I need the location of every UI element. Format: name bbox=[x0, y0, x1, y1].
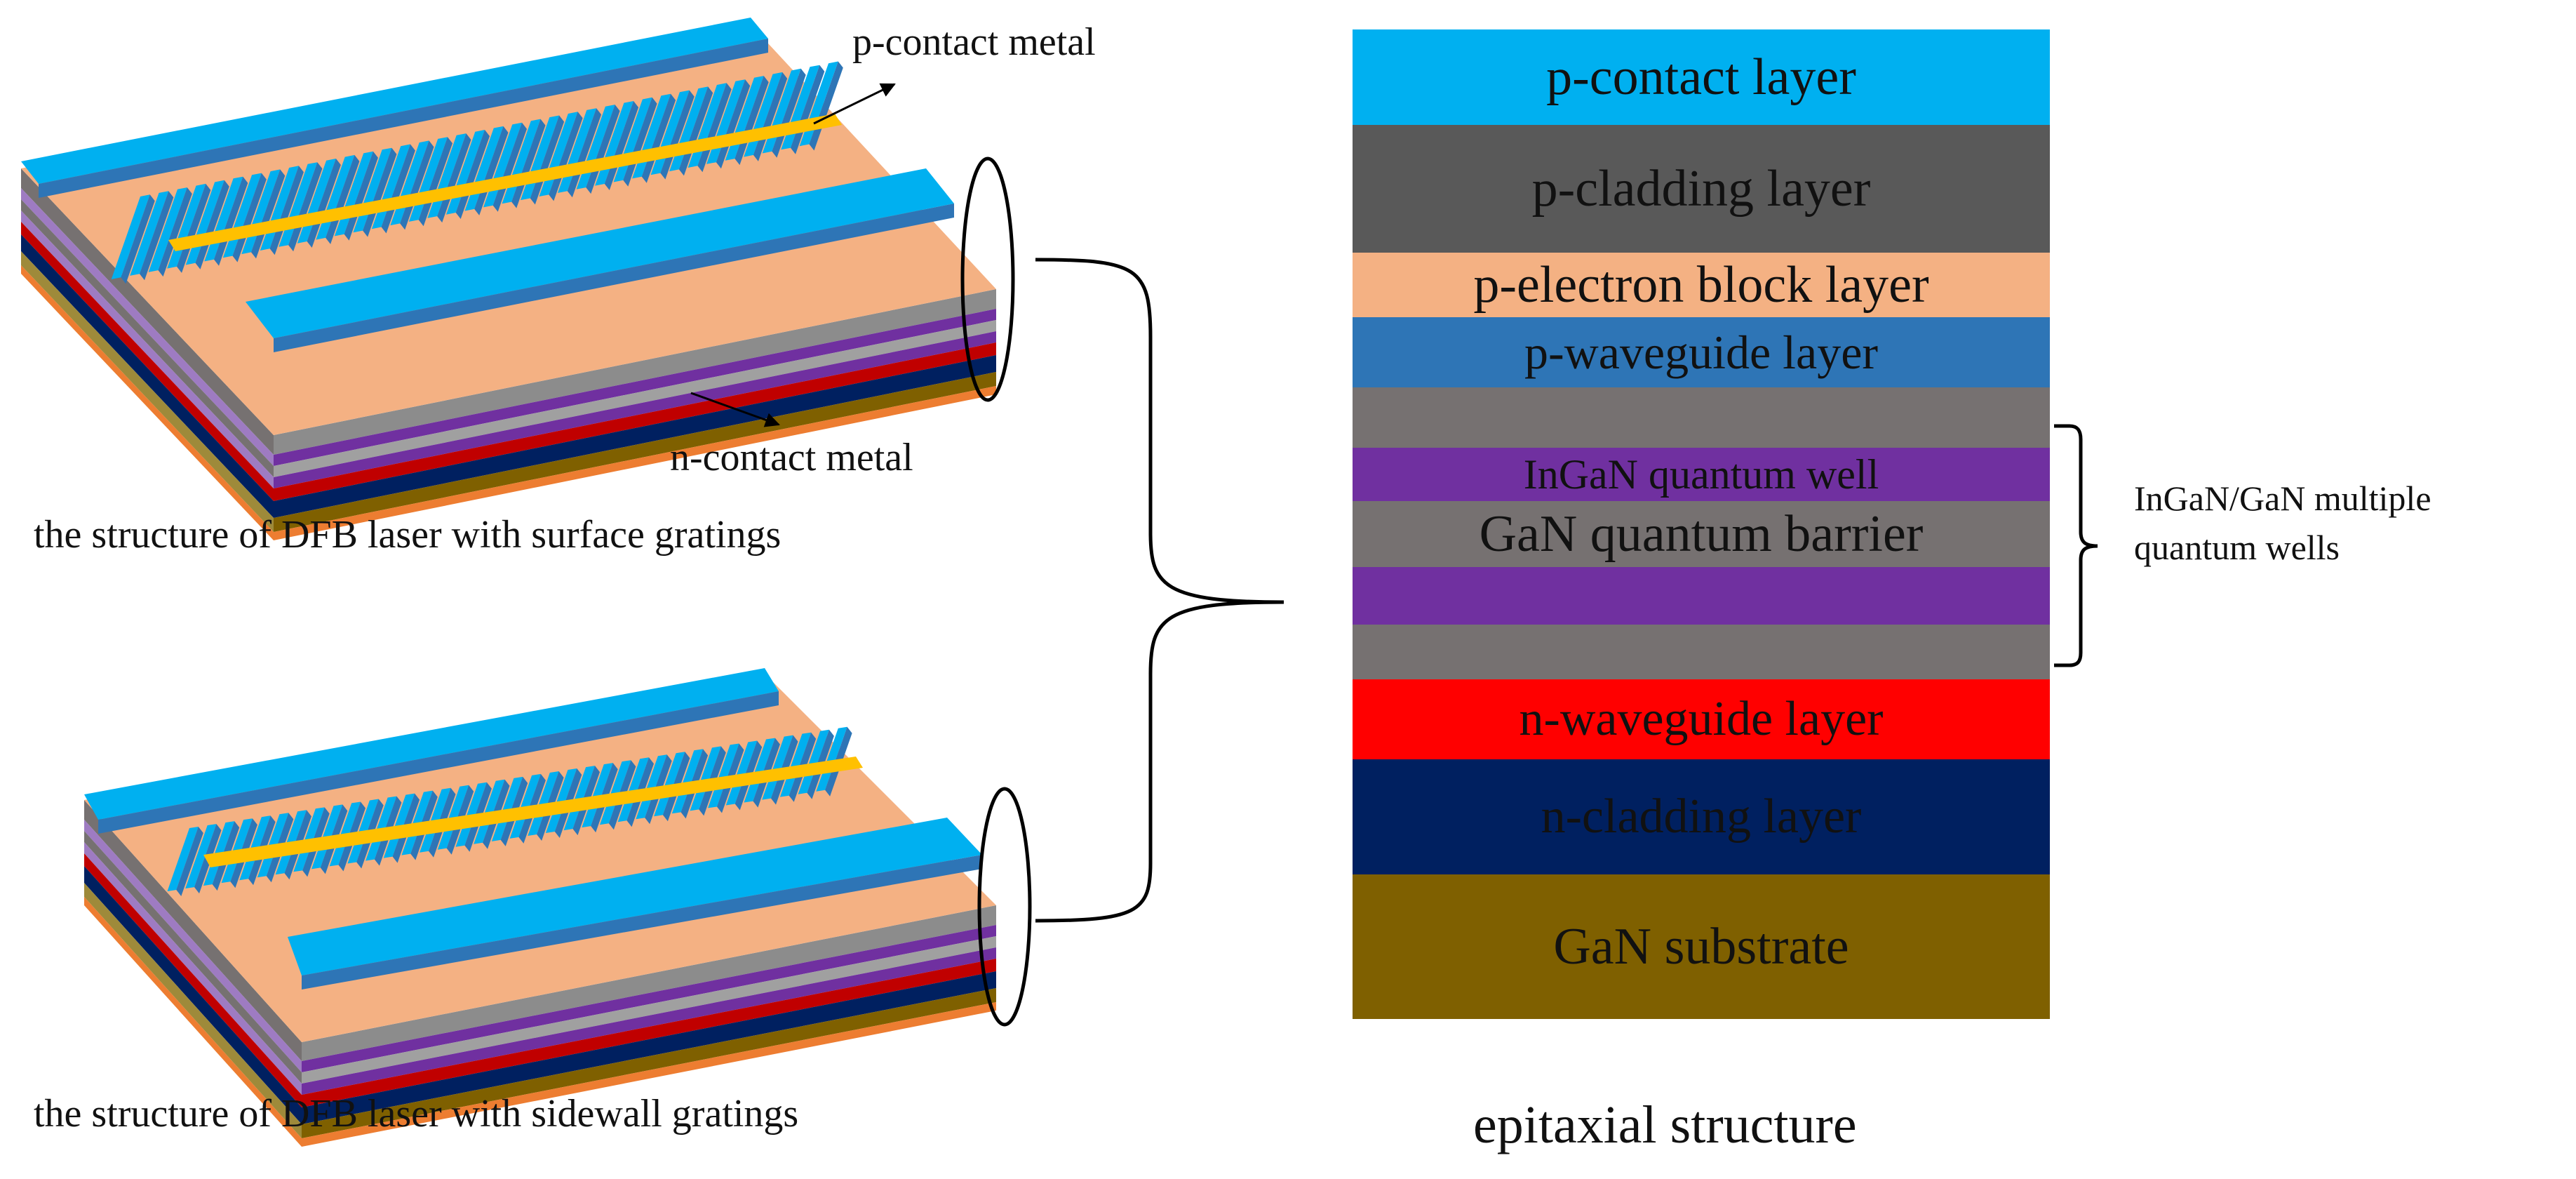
bottom-grating-tooth-side bbox=[176, 827, 203, 896]
epi-layer-gan-quantum-barrier: GaN quantum barrier bbox=[1353, 501, 2050, 567]
device-top-back-contact bbox=[21, 18, 768, 184]
device-bottom-gold-stripe bbox=[203, 757, 863, 867]
device-bottom-side-layers bbox=[302, 905, 996, 1147]
bottom-grating-tooth bbox=[762, 735, 793, 800]
epi-layer-p-electron-block-layer: p-electron block layer bbox=[1353, 253, 2050, 317]
bottom-grating-tooth bbox=[779, 732, 812, 797]
label-mqw-note-line1: InGaN/GaN multiple bbox=[2134, 479, 2431, 518]
epi-layer-label: p-cladding layer bbox=[1531, 159, 1871, 218]
epi-layer-label: n-cladding layer bbox=[1541, 790, 1862, 844]
top-grating-tooth-side bbox=[214, 176, 248, 266]
bottom-grating-tooth bbox=[185, 824, 217, 888]
epi-layer-ingan-quantum-well: InGaN quantum well bbox=[1353, 448, 2050, 501]
top-grating-tooth-side bbox=[344, 151, 378, 241]
top-grating-tooth bbox=[148, 187, 187, 272]
top-grating-tooth bbox=[111, 194, 150, 279]
top-grating-tooth-side bbox=[288, 162, 323, 252]
epi-layer-p-waveguide-layer: p-waveguide layer bbox=[1353, 317, 2050, 387]
bottom-grating-tooth bbox=[528, 771, 559, 836]
top-grating-tooth bbox=[130, 191, 169, 276]
caption-surface-gratings: the structure of DFB laser with surface … bbox=[34, 513, 781, 557]
label-mqw-note-line2: quantum wells bbox=[2134, 528, 2340, 567]
bottom-grating-tooth bbox=[582, 763, 613, 828]
bottom-grating-tooth bbox=[600, 760, 631, 825]
device-bottom-back-contact bbox=[84, 668, 779, 820]
epi-layer-n-waveguide-layer: n-waveguide layer bbox=[1353, 679, 2050, 759]
top-grating-tooth-side bbox=[140, 191, 174, 281]
label-n-contact-metal: n-contact metal bbox=[670, 436, 913, 479]
bottom-grating-tooth bbox=[690, 746, 721, 811]
caption-sidewall-gratings: the structure of DFB laser with sidewall… bbox=[34, 1092, 799, 1135]
epi-layer-label: GaN substrate bbox=[1553, 917, 1849, 975]
caption-epitaxial-structure: epitaxial structure bbox=[1473, 1095, 1857, 1154]
bottom-grating-tooth bbox=[509, 773, 541, 839]
epi-layer-p-contact-layer: p-contact layer bbox=[1353, 29, 2050, 125]
epi-layer-label: p-waveguide layer bbox=[1524, 325, 1879, 379]
epitaxial-layer-stack: p-contact layer p-cladding layer p-electro… bbox=[1353, 29, 2050, 1019]
top-grating-tooth-side bbox=[492, 122, 527, 212]
epi-layer-p-cladding-layer: p-cladding layer bbox=[1353, 125, 2050, 253]
top-grating-tooth-side bbox=[400, 140, 434, 230]
bottom-grating-tooth bbox=[744, 738, 775, 803]
device-bottom-front-layers bbox=[84, 800, 302, 1147]
epi-layer-n-cladding-layer: n-cladding layer bbox=[1353, 759, 2050, 874]
top-grating-tooth-side bbox=[437, 133, 471, 223]
epi-layer-gan-substrate: GaN substrate bbox=[1353, 874, 2050, 1019]
top-grating-tooth-side bbox=[418, 137, 452, 227]
top-grating-tooth-side bbox=[381, 144, 415, 234]
bottom-grating-tooth bbox=[636, 754, 667, 820]
label-p-contact-metal: p-contact metal bbox=[852, 20, 1096, 64]
top-grating-tooth-side bbox=[121, 194, 155, 284]
epi-layer-unlabeled-7 bbox=[1353, 567, 2050, 625]
top-grating-tooth-side bbox=[177, 183, 211, 273]
device-top-facet-ellipse bbox=[960, 156, 1015, 402]
bottom-grating-tooth bbox=[708, 743, 739, 808]
device-top-front-contact bbox=[246, 168, 954, 338]
bottom-grating-tooth bbox=[816, 726, 847, 792]
callout-arrow-n-contact bbox=[690, 392, 780, 427]
callout-arrow-p-contact bbox=[813, 83, 896, 125]
epi-layer-label: p-electron block layer bbox=[1473, 255, 1929, 314]
connector-brace bbox=[1035, 258, 1284, 923]
bottom-grating-tooth bbox=[545, 768, 577, 833]
top-grating-tooth-side bbox=[474, 126, 509, 215]
bottom-grating-tooth bbox=[654, 752, 685, 817]
epi-layer-label: p-contact layer bbox=[1546, 48, 1856, 106]
top-grating-tooth-side bbox=[232, 173, 267, 262]
device-sidewall-gratings bbox=[84, 668, 1032, 1147]
device-top-gold-stripe bbox=[168, 114, 842, 251]
top-grating-tooth-side bbox=[195, 180, 229, 269]
epi-layer-unlabeled-4 bbox=[1353, 387, 2050, 448]
epi-layer-unlabeled-8 bbox=[1353, 625, 2050, 679]
device-top-front-layers bbox=[21, 168, 274, 540]
epi-layer-label: GaN quantum barrier bbox=[1479, 505, 1924, 563]
bottom-grating-tooth bbox=[563, 766, 595, 831]
top-grating-tooth-side bbox=[455, 130, 490, 219]
device-bottom-front-contact bbox=[288, 818, 982, 975]
top-grating-tooth-side bbox=[158, 187, 192, 277]
device-surface-gratings bbox=[21, 18, 1015, 540]
bottom-grating-tooth bbox=[671, 749, 704, 814]
bottom-grating-tooth bbox=[798, 729, 829, 794]
top-grating-tooth-side bbox=[307, 159, 341, 248]
bottom-grating-tooth bbox=[725, 740, 758, 806]
top-grating-tooth-side bbox=[363, 147, 397, 237]
label-mqw-note: InGaN/GaN multiple quantum wells bbox=[2134, 474, 2431, 572]
epi-layer-label: n-waveguide layer bbox=[1519, 692, 1884, 746]
device-top-side-layers bbox=[274, 289, 996, 540]
bottom-grating-tooth bbox=[617, 757, 649, 822]
device-bottom-facet-ellipse bbox=[977, 787, 1032, 1027]
bottom-grating-tooth bbox=[167, 827, 199, 891]
top-grating-tooth-side bbox=[326, 154, 360, 244]
top-grating-tooth-side bbox=[251, 169, 286, 259]
epi-layer-label: InGaN quantum well bbox=[1523, 451, 1879, 498]
top-grating-tooth-side bbox=[269, 166, 304, 255]
mqw-bracket bbox=[2054, 424, 2098, 667]
